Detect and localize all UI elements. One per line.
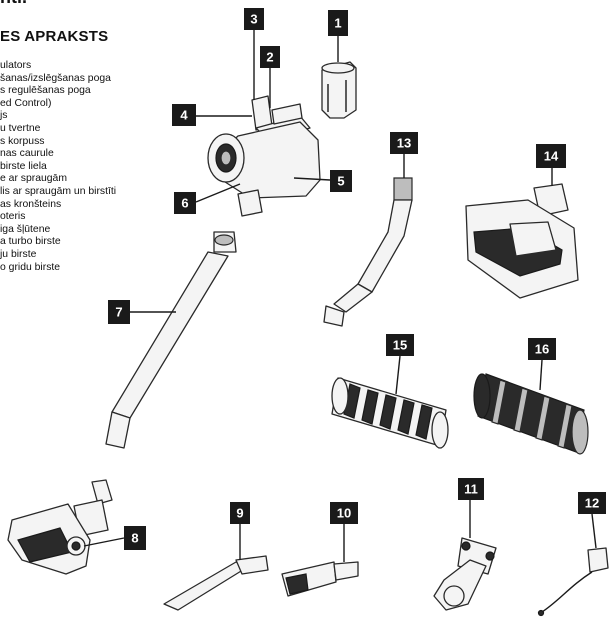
callout-5: 5	[330, 170, 352, 192]
roller-brush-drawing	[331, 377, 449, 449]
parts-list-item: ulators	[0, 60, 32, 71]
callout-number: 8	[131, 531, 138, 546]
parts-list-item: u tvertne	[0, 122, 41, 134]
callout-1: 1	[328, 10, 348, 36]
parts-list-item: oteris	[0, 211, 26, 223]
callout-number: 15	[393, 338, 407, 353]
callout-12: 12	[578, 492, 606, 514]
parts-list: ulators šanas/izslēgšanas poga s regulēš…	[0, 60, 116, 274]
callout-16: 16	[528, 338, 556, 360]
parts-list-item: šanas/izslēgšanas poga	[0, 72, 111, 84]
parts-list-item: as kronšteins	[0, 198, 62, 210]
parts-list-item: iga šļūtene	[0, 223, 51, 235]
callout-number: 4	[180, 108, 188, 123]
callout-number: 1	[334, 16, 341, 31]
callout-8: 8	[124, 526, 146, 550]
callout-number: 9	[236, 506, 243, 521]
parts-list-item: o gridu birste	[0, 261, 61, 273]
crevice-tool-drawing	[163, 555, 269, 611]
parts-list-item: js	[0, 110, 8, 122]
parts-list-item: s korpuss	[0, 135, 45, 147]
callout-3: 3	[244, 8, 264, 30]
parts-list-item: ju birste	[0, 248, 37, 260]
callout-number: 10	[337, 506, 351, 521]
parts-list-item: e ar spraugām	[0, 173, 67, 185]
combination-tool-drawing	[281, 561, 359, 597]
callout-number: 7	[115, 305, 122, 320]
callout-4: 4	[172, 104, 196, 126]
parts-list-item: nas caurule	[0, 148, 54, 160]
mini-turbo-brush-drawing	[465, 183, 579, 299]
callout-number: 2	[266, 50, 273, 65]
callout-number: 13	[397, 136, 411, 151]
callout-number: 11	[464, 482, 478, 497]
motor-body-drawing	[207, 95, 321, 217]
leader-lines	[83, 30, 597, 562]
callout-6: 6	[174, 192, 196, 214]
callout-7: 7	[108, 300, 130, 324]
callout-number: 16	[535, 342, 549, 357]
callout-10: 10	[330, 502, 358, 524]
charger-adapter-drawing	[537, 547, 609, 617]
callout-14: 14	[536, 144, 566, 168]
parts-list-item: a turbo birste	[0, 236, 61, 248]
callout-number: 3	[250, 12, 257, 27]
parts-list-item: birste liela	[0, 160, 47, 172]
parts-list-item: s regulēšanas poga	[0, 85, 91, 97]
callout-9: 9	[230, 502, 250, 524]
extension-tube-drawing	[105, 231, 237, 449]
soft-roller-drawing	[473, 373, 589, 455]
callout-number: 12	[585, 496, 599, 511]
callout-number: 6	[181, 196, 188, 211]
section-heading: ES APRAKSTS	[0, 28, 109, 45]
callout-11: 11	[458, 478, 484, 500]
page-top-fragment: nti.	[0, 0, 27, 8]
callout-13: 13	[390, 132, 418, 154]
callout-number: 5	[337, 174, 344, 189]
callout-2: 2	[260, 46, 280, 68]
parts-list-item: lis ar spraugām un birstīti	[0, 185, 117, 197]
callout-number: 14	[544, 149, 559, 164]
callout-15: 15	[386, 334, 414, 356]
flexible-hose-drawing	[323, 177, 413, 327]
filter-cartridge-drawing	[321, 61, 357, 119]
parts-list-item: ed Control)	[0, 97, 52, 109]
wall-bracket-drawing	[433, 537, 497, 611]
floor-brush-head-drawing	[7, 479, 113, 575]
